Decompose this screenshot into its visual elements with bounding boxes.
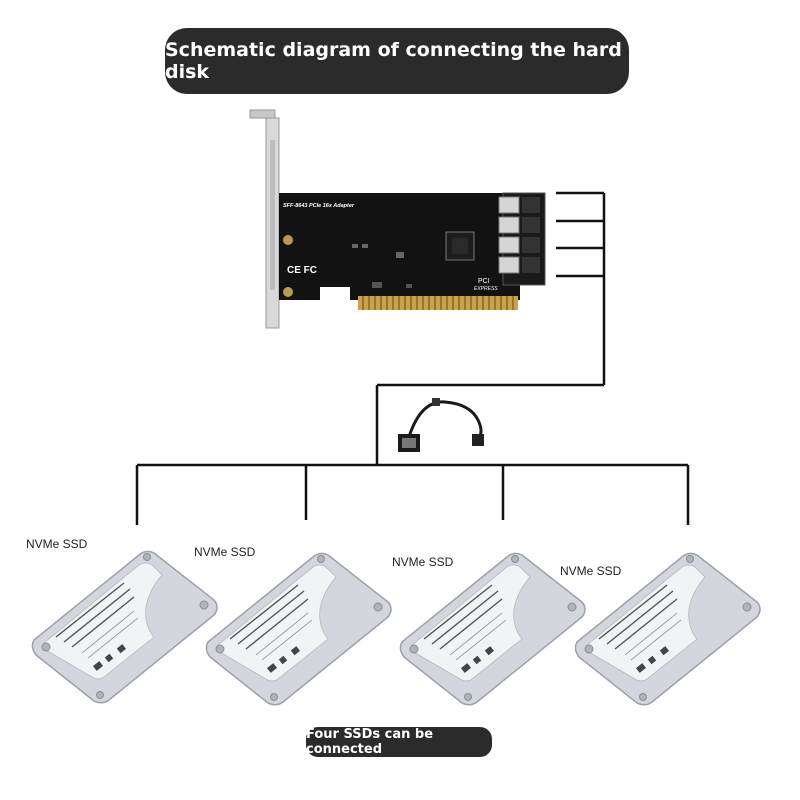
pci-logo-bottom: EXPRESS <box>474 286 498 292</box>
footer-banner: Four SSDs can be connected <box>306 727 492 757</box>
title-text: Schematic diagram of connecting the hard… <box>165 39 622 83</box>
ssd-label-4: NVMe SSD <box>560 564 622 578</box>
distribution-lines <box>135 463 690 525</box>
sff-cable-icon <box>398 398 484 452</box>
ssd-label-3: NVMe SSD <box>392 555 454 569</box>
ssd-label-2: NVMe SSD <box>194 545 256 559</box>
cert-marks: CE FC <box>287 265 317 276</box>
sff-8643-connectors <box>498 192 546 286</box>
port-lines <box>375 191 606 465</box>
ssd-2 <box>205 552 392 706</box>
pcb-text: SFF-8643 PCIe 16x Adapter <box>283 203 355 209</box>
ssd-3 <box>399 552 586 706</box>
ssd-label-1: NVMe SSD <box>26 537 88 551</box>
footer-text: Four SSDs can be connected <box>306 727 434 757</box>
adapter-card: SFF-8643 PCIe 16x Adapter CE FC PCI EXPR… <box>279 192 546 310</box>
pcie-bracket <box>249 109 280 329</box>
pci-logo-top: PCI <box>478 278 490 285</box>
ssd-1 <box>31 550 218 704</box>
title-banner: Schematic diagram of connecting the hard… <box>165 28 629 94</box>
